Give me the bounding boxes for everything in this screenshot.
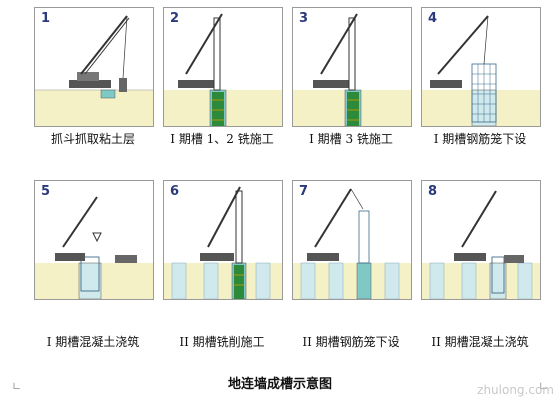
trench-milling-illustration — [293, 13, 411, 126]
panel-6: 6 — [163, 180, 283, 300]
step-number: 1 — [41, 11, 51, 26]
panel-caption: I 期槽钢筋笼下设 — [433, 132, 527, 146]
panel-caption: I 期槽 1、2 铣施工 — [170, 132, 274, 146]
panel-3: 3 — [292, 7, 412, 127]
rebar-cage-lowering-illustration — [422, 15, 540, 126]
corner-mark: ∟ — [538, 380, 548, 393]
panel-7: 7 — [292, 180, 412, 300]
panel-caption: II 期槽混凝土浇筑 — [431, 335, 529, 349]
step-number: 8 — [428, 184, 438, 199]
panel-1: 1 — [34, 7, 154, 127]
panel-caption: II 期槽铣削施工 — [179, 335, 265, 349]
panel-4: 4 — [421, 7, 541, 127]
step-number: 4 — [428, 11, 438, 26]
figure-title: 地连墙成槽示意图 — [227, 377, 332, 392]
step-number: 6 — [170, 184, 180, 199]
concrete-pouring-illustration — [35, 196, 153, 299]
panel-caption: I 期槽 3 铣施工 — [309, 132, 393, 146]
panel-2: 2 — [163, 7, 283, 127]
panel-caption: I 期槽混凝土浇筑 — [46, 335, 140, 349]
watermark: zhulong.com — [477, 383, 554, 397]
secondary-trench-milling-illustration — [164, 186, 282, 299]
panel-caption: 抓斗抓取粘土层 — [50, 132, 135, 146]
step-number: 5 — [41, 184, 51, 199]
grab-bucket-excavation-illustration — [35, 15, 153, 126]
panel-8: 8 — [421, 180, 541, 300]
step-number: 3 — [299, 11, 309, 26]
panel-5: 5 — [34, 180, 154, 300]
panel-caption: II 期槽钢筋笼下设 — [302, 335, 400, 349]
corner-mark: ∟ — [12, 380, 22, 393]
step-number: 7 — [299, 184, 309, 199]
step-number: 2 — [170, 11, 180, 26]
secondary-concrete-pouring-illustration — [422, 190, 540, 299]
trench-milling-illustration — [164, 13, 282, 126]
secondary-rebar-cage-lowering-illustration — [293, 188, 411, 299]
